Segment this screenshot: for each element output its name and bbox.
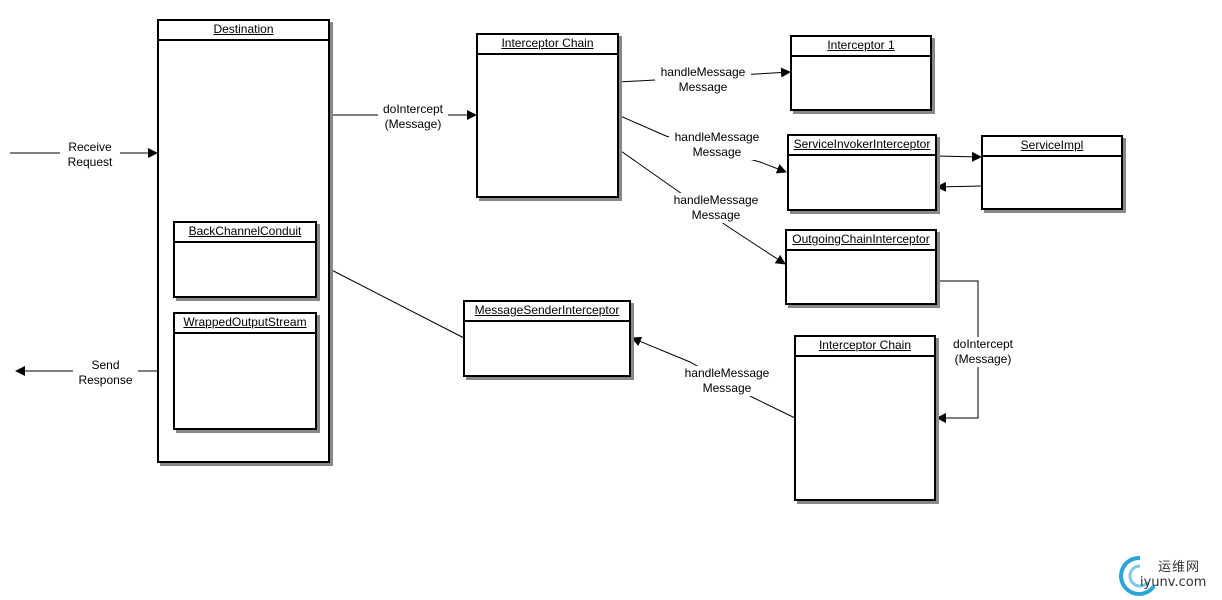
handle-msg-2-line1: handleMessage (674, 130, 760, 144)
interceptor-chain-out-box: Interceptor Chain (794, 335, 936, 501)
interceptor-chain-in-box: Interceptor Chain (476, 33, 619, 198)
message-sender-interceptor-box: MessageSenderInterceptor (463, 300, 631, 377)
invoke-impl-arrow (935, 151, 982, 162)
sender-to-conduit-arrow (315, 261, 465, 339)
message-sender-interceptor-title: MessageSenderInterceptor (465, 302, 629, 322)
watermark-url-text: iyunv.com (1140, 575, 1207, 590)
destination-title: Destination (159, 21, 328, 41)
do-intercept-out-label: doIntercept (Message) (948, 337, 1018, 367)
handle-msg-2-line2: Message (692, 145, 742, 159)
interceptor-chain-in-title: Interceptor Chain (478, 35, 617, 55)
interceptor-1-box: Interceptor 1 (790, 35, 932, 111)
handle-msg-1-label: handleMessage Message (655, 65, 751, 95)
service-invoker-interceptor-box: ServiceInvokerInterceptor (787, 134, 937, 211)
outgoing-chain-interceptor-box: OutgoingChainInterceptor (785, 229, 937, 305)
send-response-line1: Send (91, 358, 120, 372)
handle-msg-4-line2: Message (702, 381, 752, 395)
do-intercept-out-line1: doIntercept (952, 337, 1014, 351)
wrapped-output-stream-title: WrappedOutputStream (175, 314, 315, 334)
do-intercept-out-line2: (Message) (954, 352, 1012, 366)
handle-msg-3-line2: Message (691, 208, 741, 222)
back-channel-conduit-box: BackChannelConduit (173, 221, 317, 298)
handle-msg-4-label: handleMessage Message (679, 366, 775, 396)
handle-msg-4-line1: handleMessage (684, 366, 770, 380)
service-impl-box: ServiceImpl (981, 135, 1123, 210)
do-intercept-in-line1: doIntercept (382, 102, 444, 116)
send-response-label: Send Response (73, 358, 138, 388)
send-response-line2: Response (78, 373, 133, 387)
handle-msg-1-line1: handleMessage (660, 65, 746, 79)
impl-return-arrow (936, 181, 982, 192)
outgoing-chain-interceptor-title: OutgoingChainInterceptor (787, 231, 935, 251)
receive-request-line1: Receive (68, 140, 112, 154)
watermark-logo-icon (1119, 555, 1156, 596)
handle-msg-2-label: handleMessage Message (669, 130, 765, 160)
handle-msg-1-line2: Message (678, 80, 728, 94)
receive-request-line2: Request (67, 155, 113, 169)
service-invoker-interceptor-title: ServiceInvokerInterceptor (789, 136, 935, 156)
interceptor-chain-out-title: Interceptor Chain (796, 337, 934, 357)
receive-request-label: Receive Request (60, 140, 120, 170)
handle-msg-3-line1: handleMessage (673, 193, 759, 207)
watermark-cn-text: 运维网 (1158, 560, 1201, 575)
service-impl-title: ServiceImpl (983, 137, 1121, 157)
handle-msg-3-label: handleMessage Message (668, 193, 764, 223)
interceptor-1-title: Interceptor 1 (792, 37, 930, 57)
do-intercept-in-label: doIntercept (Message) (378, 102, 448, 132)
wrapped-output-stream-box: WrappedOutputStream (173, 312, 317, 430)
do-intercept-in-line2: (Message) (384, 117, 442, 131)
back-channel-conduit-title: BackChannelConduit (175, 223, 315, 243)
